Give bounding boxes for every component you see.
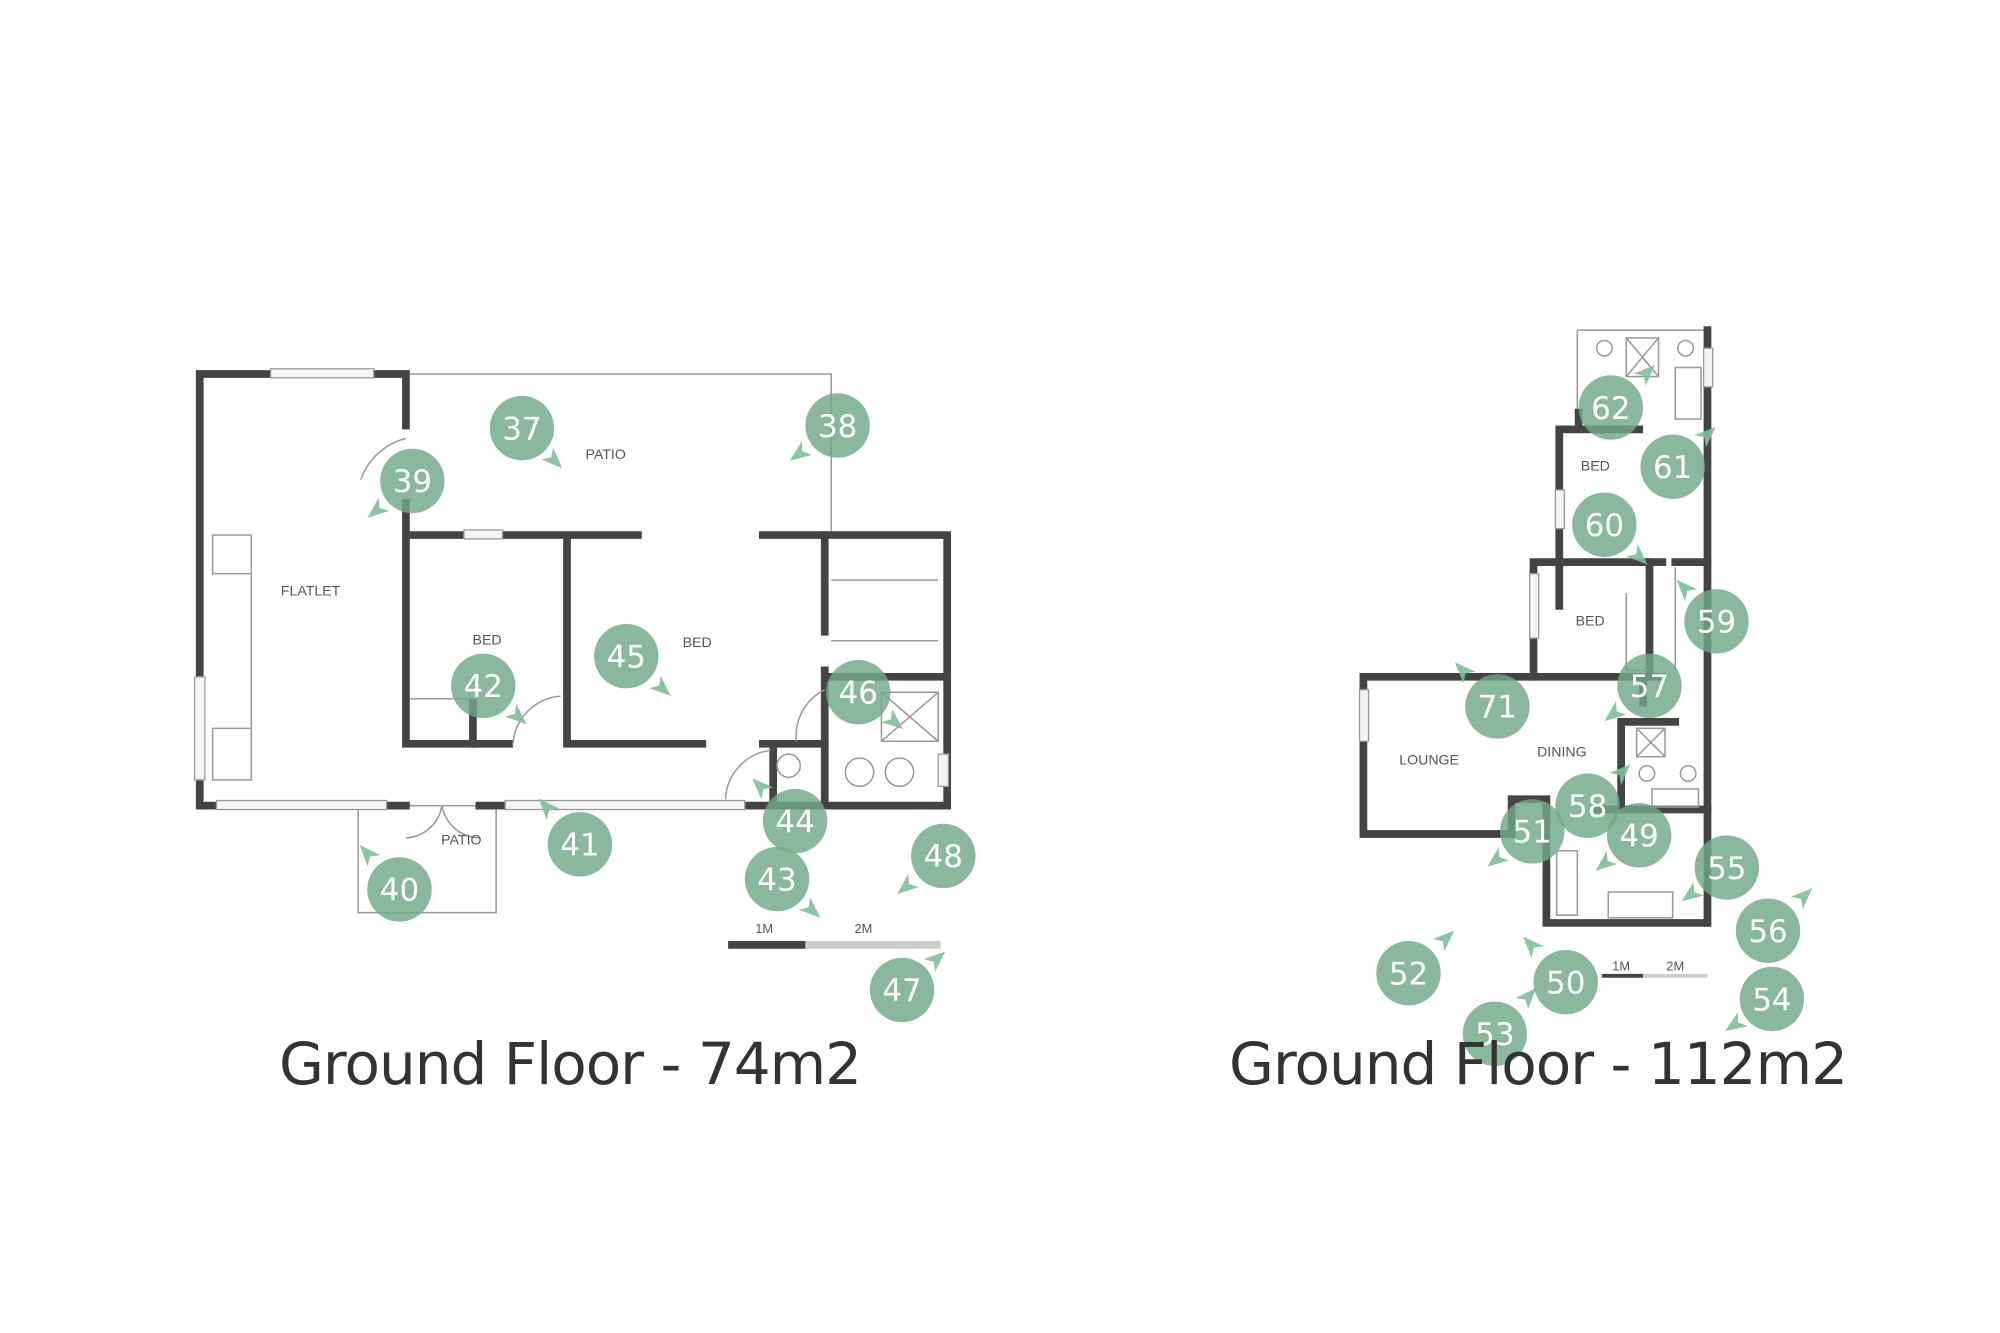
direction-arrow-icon: [359, 844, 381, 867]
direction-arrow-icon: [1487, 846, 1510, 867]
direction-arrow-icon: [1432, 930, 1455, 952]
marker-label: 52: [1389, 956, 1428, 992]
marker-label: 53: [1475, 1017, 1514, 1053]
direction-arrow-icon: [1515, 987, 1536, 1010]
marker-label: 61: [1653, 450, 1692, 486]
photo-marker-51[interactable]: 51: [1500, 799, 1565, 864]
marker-label: 50: [1546, 966, 1585, 1002]
marker-label: 37: [502, 411, 541, 447]
marker-label: 39: [393, 464, 432, 500]
photo-marker-62[interactable]: 62: [1578, 375, 1644, 440]
photo-marker-38[interactable]: 38: [805, 393, 870, 458]
photo-marker-40[interactable]: 40: [367, 857, 432, 922]
photo-marker-50[interactable]: 50: [1533, 950, 1598, 1015]
photo-marker-48[interactable]: 48: [911, 823, 976, 889]
photo-marker-39[interactable]: 39: [380, 448, 445, 514]
room-label: BED: [683, 635, 712, 651]
marker-label: 38: [818, 409, 857, 445]
photo-marker-44[interactable]: 44: [762, 788, 828, 854]
direction-arrow-icon: [1454, 662, 1476, 684]
room-label: BED: [1576, 613, 1605, 629]
scale-label: 2M: [1666, 959, 1684, 974]
direction-arrow-icon: [649, 675, 671, 696]
scale-label: 1M: [1612, 959, 1630, 974]
direction-arrow-icon: [752, 778, 774, 800]
photo-marker-42[interactable]: 42: [451, 653, 516, 719]
photo-marker-52[interactable]: 52: [1376, 940, 1441, 1006]
photo-marker-56[interactable]: 56: [1735, 898, 1801, 963]
room-label: LOUNGE: [1399, 752, 1459, 768]
direction-arrow-icon: [1725, 1012, 1748, 1032]
marker-label: 56: [1748, 914, 1787, 950]
marker-label: 41: [560, 828, 599, 864]
scale-label: 2M: [854, 921, 872, 936]
marker-label: 59: [1697, 605, 1736, 641]
marker-label: 54: [1752, 982, 1791, 1018]
photo-marker-46[interactable]: 46: [826, 660, 891, 725]
room-label: FLATLET: [281, 584, 341, 600]
direction-arrow-icon: [541, 447, 563, 469]
marker-label: 40: [380, 873, 419, 909]
marker-label: 62: [1591, 391, 1630, 427]
room-label: PATIO: [585, 447, 625, 463]
photo-marker-61[interactable]: 61: [1640, 434, 1705, 499]
direction-arrow-icon: [798, 897, 821, 918]
marker-label: 43: [757, 862, 796, 898]
scale-label: 1M: [755, 921, 773, 936]
photo-marker-49[interactable]: 49: [1606, 803, 1672, 868]
direction-arrow-icon: [1609, 764, 1631, 786]
photo-marker-55[interactable]: 55: [1694, 835, 1760, 900]
direction-arrows: [359, 364, 1813, 1032]
direction-arrow-icon: [1595, 850, 1618, 871]
marker-label: 60: [1585, 508, 1624, 544]
marker-label: 47: [882, 973, 921, 1009]
photo-marker-58[interactable]: 58: [1555, 773, 1620, 838]
photo-marker-53[interactable]: 53: [1462, 1001, 1528, 1066]
photo-marker-41[interactable]: 41: [547, 812, 613, 877]
room-label: BED: [1581, 459, 1610, 475]
photo-markers: 37 38 39 40 41 42 43 44 45 46 47 48 49 50 51 52 53 54 5556…: [367, 375, 1805, 1066]
direction-arrow-icon: [1633, 364, 1656, 386]
direction-arrow-icon: [789, 441, 813, 461]
marker-label: 58: [1568, 789, 1607, 825]
photo-marker-43[interactable]: 43: [744, 846, 810, 912]
marker-label: 42: [464, 669, 503, 705]
direction-arrow-icon: [1694, 426, 1716, 448]
direction-arrow-icon: [1676, 579, 1698, 601]
marker-label: 57: [1630, 669, 1669, 705]
direction-arrow-icon: [897, 873, 919, 895]
floor-plan-112m2: BED BED LOUNGE DINING 1M 2M: [1358, 326, 1714, 978]
direction-arrow-icon: [1523, 936, 1544, 958]
photo-marker-45[interactable]: 45: [594, 623, 659, 689]
direction-arrow-icon: [367, 497, 390, 518]
photo-marker-54[interactable]: 54: [1739, 966, 1805, 1032]
plan-title-74m2: Ground Floor - 74m2: [278, 1030, 862, 1098]
direction-arrow-icon: [1681, 881, 1704, 902]
marker-label: 55: [1707, 851, 1746, 887]
marker-label: 48: [924, 839, 963, 875]
marker-label: 46: [839, 676, 878, 712]
marker-label: 45: [607, 639, 646, 675]
room-label: DINING: [1537, 745, 1587, 761]
direction-arrow-icon: [1626, 543, 1648, 565]
photo-marker-47[interactable]: 47: [869, 957, 935, 1023]
plan-title-112m2: Ground Floor - 112m2: [1229, 1030, 1848, 1098]
direction-arrow-icon: [504, 703, 527, 725]
photo-marker-57[interactable]: 57: [1617, 653, 1682, 719]
direction-arrow-icon: [923, 951, 946, 972]
direction-arrow-icon: [538, 798, 560, 821]
marker-label: 49: [1620, 819, 1659, 855]
photo-marker-71[interactable]: 71: [1465, 674, 1530, 739]
marker-label: 44: [775, 804, 814, 840]
photo-marker-60[interactable]: 60: [1572, 492, 1637, 557]
photo-marker-37[interactable]: 37: [489, 395, 555, 461]
room-label: PATIO: [441, 832, 481, 848]
photo-marker-59[interactable]: 59: [1684, 589, 1749, 654]
marker-label: 51: [1513, 815, 1552, 851]
direction-arrow-icon: [1791, 888, 1813, 909]
direction-arrow-icon: [881, 709, 904, 730]
marker-label: 71: [1478, 690, 1517, 726]
direction-arrow-icon: [1604, 701, 1627, 722]
room-label: BED: [473, 633, 502, 649]
